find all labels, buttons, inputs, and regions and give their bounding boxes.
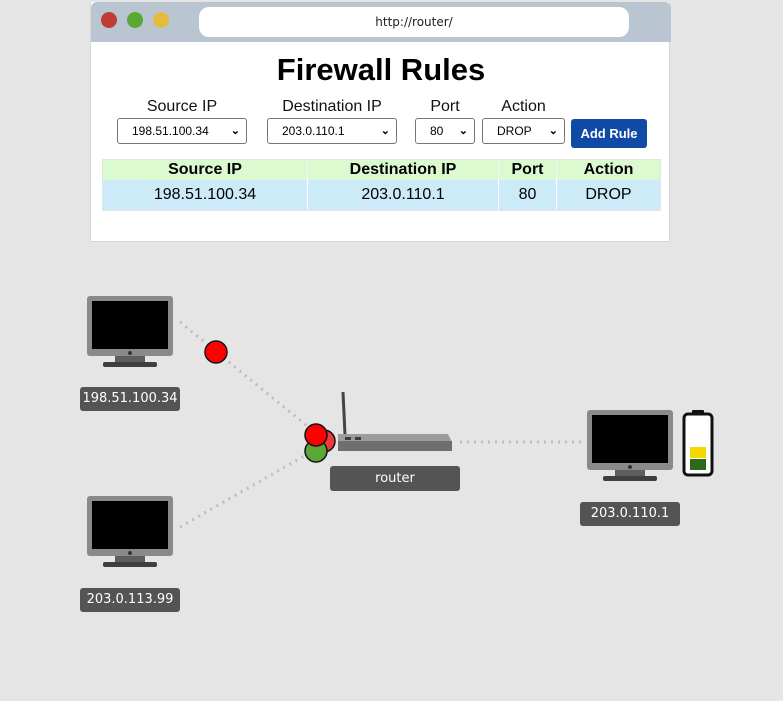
column-header-action: Action: [557, 160, 660, 180]
monitor-icon[interactable]: [87, 296, 173, 367]
action-field: Action DROP ⌄: [482, 99, 565, 144]
minimize-window-dot[interactable]: [153, 12, 169, 28]
cell-source-ip: 198.51.100.34: [103, 180, 308, 210]
source-ip-select[interactable]: 198.51.100.34 ⌄: [117, 118, 247, 144]
dropped-packet: [204, 340, 228, 364]
link-host2-router: [179, 446, 319, 529]
add-rule-button[interactable]: Add Rule: [571, 119, 647, 148]
address-bar[interactable]: http://router/: [199, 7, 629, 37]
router-icon[interactable]: [338, 391, 452, 451]
port-select[interactable]: 80 ⌄: [415, 118, 475, 144]
chevron-down-icon: ⌄: [548, 125, 558, 137]
cell-destination-ip: 203.0.110.1: [308, 180, 499, 210]
router-label: router: [330, 466, 460, 491]
cell-port: 80: [499, 180, 557, 210]
link-host1-router: [179, 320, 319, 437]
host-label-198-51-100-34: 198.51.100.34: [80, 387, 180, 411]
destination-ip-label: Destination IP: [282, 98, 382, 115]
monitor-icon[interactable]: [87, 496, 173, 567]
port-field: Port 80 ⌄: [415, 99, 475, 144]
chevron-down-icon: ⌄: [380, 125, 390, 137]
monitor-icon[interactable]: [587, 410, 673, 481]
chevron-down-icon: ⌄: [458, 125, 468, 137]
port-value: 80: [430, 124, 444, 138]
host-label-203-0-110-1: 203.0.110.1: [580, 502, 680, 526]
firewall-rules-table: Source IP Destination IP Port Action 198…: [102, 159, 661, 211]
port-label: Port: [430, 98, 460, 115]
host-label-203-0-113-99: 203.0.113.99: [80, 588, 180, 612]
browser-titlebar: http://router/: [91, 2, 671, 42]
browser-window: http://router/ Firewall Rules Source IP …: [90, 2, 671, 242]
chevron-down-icon: ⌄: [230, 125, 240, 137]
source-ip-field: Source IP 198.51.100.34 ⌄: [117, 99, 247, 144]
column-header-destination-ip: Destination IP: [308, 160, 499, 180]
table-header-row: Source IP Destination IP Port Action: [103, 160, 660, 180]
column-header-source-ip: Source IP: [103, 160, 308, 180]
source-ip-label: Source IP: [146, 98, 218, 115]
source-ip-value: 198.51.100.34: [132, 124, 209, 138]
battery-icon: [682, 410, 714, 477]
table-row: 198.51.100.34 203.0.110.1 80 DROP: [103, 180, 660, 210]
close-window-dot[interactable]: [101, 12, 117, 28]
action-select[interactable]: DROP ⌄: [482, 118, 565, 144]
cell-action: DROP: [557, 180, 660, 210]
action-label: Action: [501, 98, 546, 115]
maximize-window-dot[interactable]: [127, 12, 143, 28]
destination-ip-value: 203.0.110.1: [282, 124, 345, 138]
dropped-packet: [304, 423, 328, 447]
destination-ip-select[interactable]: 203.0.110.1 ⌄: [267, 118, 397, 144]
column-header-port: Port: [499, 160, 557, 180]
page-title: Firewall Rules: [276, 52, 486, 87]
destination-ip-field: Destination IP 203.0.110.1 ⌄: [267, 99, 397, 144]
action-value: DROP: [497, 124, 532, 138]
